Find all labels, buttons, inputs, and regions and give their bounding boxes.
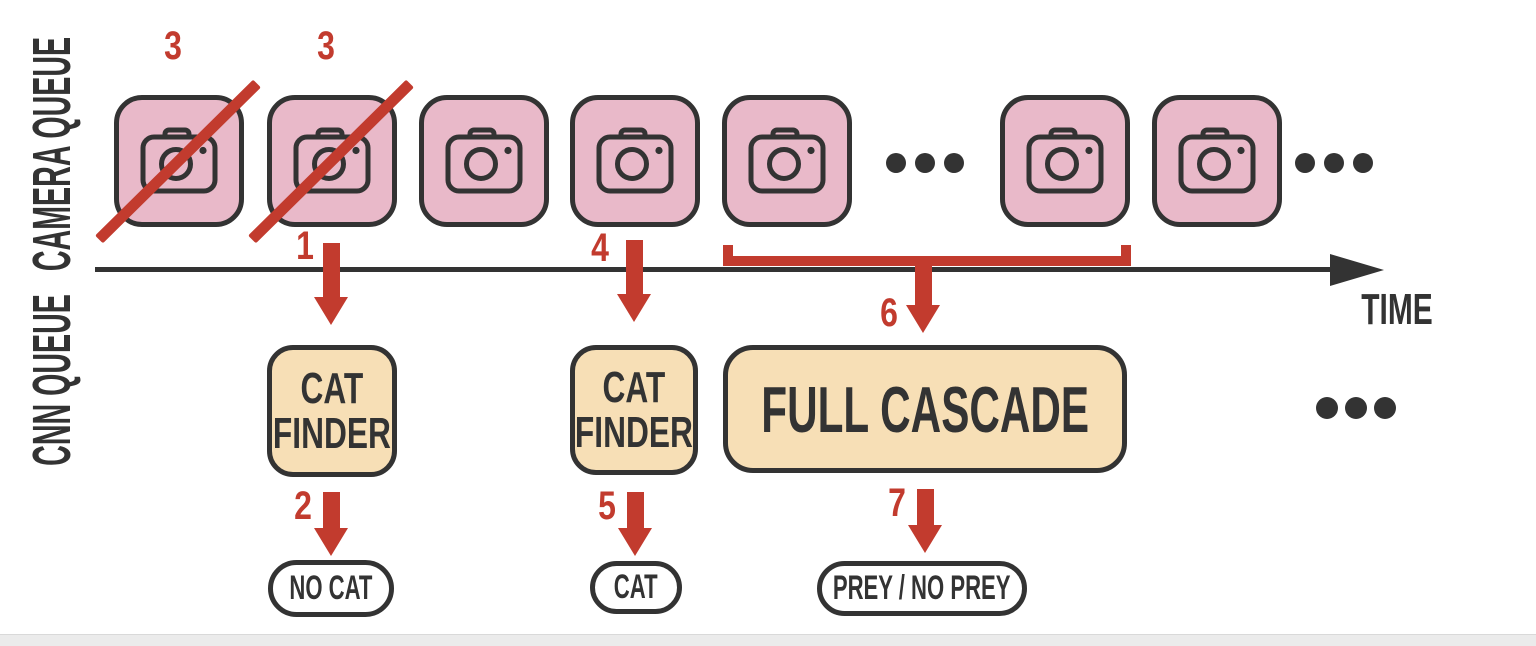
no-cat-label: NO CAT <box>289 569 373 607</box>
cnn-queue-label: CNN QUEUE <box>22 294 82 466</box>
camera-frame <box>570 95 700 227</box>
cat-finder-line2: FINDER <box>273 409 391 458</box>
full-cascade-label: FULL CASCADE <box>761 372 1089 446</box>
ellipsis-dots-icon <box>1295 153 1373 173</box>
camera-frame <box>419 95 549 227</box>
cat-finder-box-first: CAT FINDER <box>267 345 397 477</box>
red-down-arrow-icon <box>906 261 940 333</box>
step-1-label: 1 <box>296 224 314 268</box>
time-axis-arrow-icon <box>1330 254 1384 286</box>
step-4-label: 4 <box>591 226 609 270</box>
camera-frame <box>722 95 852 227</box>
camera-frame: 3 <box>248 26 414 244</box>
prey-no-prey-result-oval: PREY / NO PREY <box>817 561 1027 616</box>
red-bracket-left-tick <box>723 245 733 266</box>
cat-result-oval: CAT <box>590 561 682 614</box>
camera-frame: 3 <box>95 26 261 244</box>
cat-finder-line1: CAT <box>300 364 364 413</box>
time-axis-line <box>95 267 1333 272</box>
step-2-label: 2 <box>294 484 312 528</box>
skipped-frames-badge: 3 <box>164 24 182 68</box>
camera-icon <box>445 127 523 194</box>
step-5-label: 5 <box>598 484 616 528</box>
camera-icon <box>1178 127 1256 194</box>
red-slash-icon <box>248 79 414 244</box>
skipped-frames-badge: 3 <box>317 24 335 68</box>
ellipsis-dots-icon <box>886 153 964 173</box>
full-cascade-box: FULL CASCADE <box>723 345 1127 473</box>
no-cat-result-oval: NO CAT <box>268 560 394 617</box>
red-down-arrow-icon <box>617 240 651 322</box>
red-down-arrow-icon <box>314 492 348 556</box>
red-down-arrow-icon <box>618 492 652 556</box>
cat-label: CAT <box>614 568 658 606</box>
cat-finder-line2: FINDER <box>575 408 693 457</box>
time-axis-label: TIME <box>1361 285 1433 334</box>
prey-no-prey-label: PREY / NO PREY <box>833 569 1011 607</box>
camera-icon <box>596 127 674 194</box>
camera-icon <box>1026 127 1104 194</box>
red-slash-icon <box>95 79 261 244</box>
red-down-arrow-icon <box>908 489 942 553</box>
red-bracket-right-tick <box>1121 245 1131 266</box>
bottom-strip <box>0 634 1536 646</box>
ellipsis-dots-icon <box>1316 397 1396 419</box>
cat-finder-box-second: CAT FINDER <box>570 345 698 475</box>
step-7-label: 7 <box>888 481 906 525</box>
camera-icon <box>748 127 826 194</box>
step-6-label: 6 <box>880 291 898 335</box>
red-down-arrow-icon <box>314 243 348 325</box>
cat-finder-line1: CAT <box>602 363 666 412</box>
camera-frame <box>1000 95 1130 227</box>
camera-frame <box>1152 95 1282 227</box>
